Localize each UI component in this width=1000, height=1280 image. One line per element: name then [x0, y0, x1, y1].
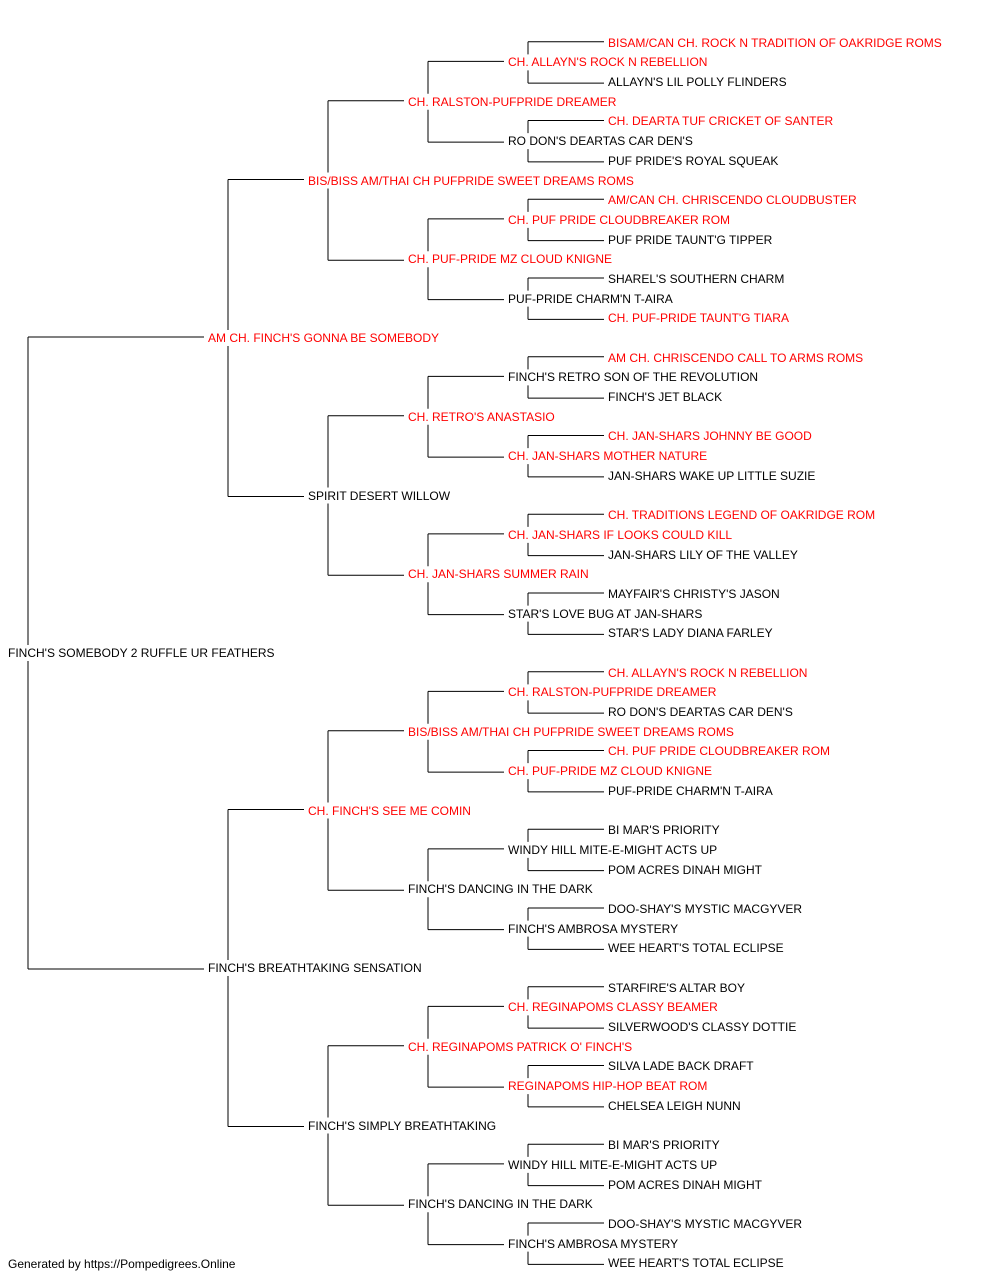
ancestor-name[interactable]: CH. TRADITIONS LEGEND OF OAKRIDGE ROM	[608, 508, 876, 523]
ancestor-name[interactable]: FINCH'S RETRO SON OF THE REVOLUTION	[508, 370, 759, 385]
ancestor-name[interactable]: STAR'S LOVE BUG AT JAN-SHARS	[508, 606, 703, 621]
ancestor-name[interactable]: DOO-SHAY'S MYSTIC MACGYVER	[608, 901, 803, 916]
ancestor-name[interactable]: CH. ALLAYN'S ROCK N REBELLION	[608, 665, 808, 680]
ancestor-name[interactable]: MAYFAIR'S CHRISTY'S JASON	[608, 586, 780, 601]
ancestor-name[interactable]: FINCH'S DANCING IN THE DARK	[408, 1197, 593, 1212]
ancestor-name[interactable]: ALLAYN'S LIL POLLY FLINDERS	[608, 75, 787, 90]
ancestor-name[interactable]: CH. REGINAPOMS CLASSY BEAMER	[508, 1000, 718, 1015]
ancestor-name[interactable]: WINDY HILL MITE-E-MIGHT ACTS UP	[508, 842, 718, 857]
ancestor-name[interactable]: PUF-PRIDE CHARM'N T-AIRA	[608, 783, 773, 798]
ancestor-name[interactable]: FINCH'S AMBROSA MYSTERY	[508, 921, 679, 936]
ancestor-name[interactable]: CH. RALSTON-PUFPRIDE DREAMER	[408, 94, 617, 109]
ancestor-name[interactable]: STARFIRE'S ALTAR BOY	[608, 980, 745, 995]
ancestor-name[interactable]: CH. DEARTA TUF CRICKET OF SANTER	[608, 114, 834, 129]
ancestor-name[interactable]: CH. JAN-SHARS IF LOOKS COULD KILL	[508, 527, 733, 542]
ancestor-name[interactable]: BISAM/CAN CH. ROCK N TRADITION OF OAKRID…	[608, 35, 942, 50]
ancestor-name[interactable]: POM ACRES DINAH MIGHT	[608, 862, 763, 877]
ancestor-name[interactable]: WEE HEART'S TOTAL ECLIPSE	[608, 941, 784, 956]
ancestor-name[interactable]: JAN-SHARS WAKE UP LITTLE SUZIE	[608, 468, 816, 483]
ancestor-name[interactable]: PUF PRIDE'S ROYAL SQUEAK	[608, 153, 779, 168]
ancestor-name[interactable]: REGINAPOMS HIP-HOP BEAT ROM	[508, 1079, 708, 1094]
ancestor-name[interactable]: WEE HEART'S TOTAL ECLIPSE	[608, 1256, 784, 1271]
ancestor-name[interactable]: CH. RALSTON-PUFPRIDE DREAMER	[508, 685, 717, 700]
ancestor-name[interactable]: RO DON'S DEARTAS CAR DEN'S	[608, 705, 793, 720]
ancestor-name[interactable]: CH. JAN-SHARS JOHNNY BE GOOD	[608, 429, 812, 444]
ancestor-name[interactable]: POM ACRES DINAH MIGHT	[608, 1177, 763, 1192]
ancestor-name[interactable]: CH. PUF-PRIDE TAUNT'G TIARA	[608, 311, 789, 326]
ancestor-name[interactable]: CH. FINCH'S SEE ME COMIN	[308, 803, 471, 818]
ancestor-name[interactable]: CH. JAN-SHARS MOTHER NATURE	[508, 449, 708, 464]
ancestor-name[interactable]: SHAREL'S SOUTHERN CHARM	[608, 271, 785, 286]
ancestor-name[interactable]: BI MAR'S PRIORITY	[608, 823, 720, 838]
ancestor-name[interactable]: FINCH'S SIMPLY BREATHTAKING	[308, 1118, 497, 1133]
ancestor-name[interactable]: PUF-PRIDE CHARM'N T-AIRA	[508, 291, 673, 306]
ancestor-name[interactable]: BIS/BISS AM/THAI CH PUFPRIDE SWEET DREAM…	[308, 173, 634, 188]
ancestor-name[interactable]: CH. RETRO'S ANASTASIO	[408, 409, 555, 424]
subject-name[interactable]: FINCH'S SOMEBODY 2 RUFFLE UR FEATHERS	[8, 646, 275, 660]
ancestor-name[interactable]: SPIRIT DESERT WILLOW	[308, 488, 451, 503]
ancestor-name[interactable]: CH. ALLAYN'S ROCK N REBELLION	[508, 55, 708, 70]
ancestor-name[interactable]: DOO-SHAY'S MYSTIC MACGYVER	[608, 1216, 803, 1231]
ancestor-name[interactable]: AM CH. FINCH'S GONNA BE SOMEBODY	[208, 331, 439, 345]
ancestor-name[interactable]: BI MAR'S PRIORITY	[608, 1138, 720, 1153]
ancestor-name[interactable]: AM/CAN CH. CHRISCENDO CLOUDBUSTER	[608, 193, 857, 208]
ancestor-name[interactable]: SILVERWOOD'S CLASSY DOTTIE	[608, 1020, 797, 1035]
ancestor-name[interactable]: BIS/BISS AM/THAI CH PUFPRIDE SWEET DREAM…	[408, 724, 734, 739]
ancestor-name[interactable]: CH. PUF-PRIDE MZ CLOUD KNIGNE	[408, 252, 613, 267]
ancestor-name[interactable]: FINCH'S JET BLACK	[608, 390, 723, 405]
ancestor-name[interactable]: SILVA LADE BACK DRAFT	[608, 1059, 754, 1074]
footer-credit: Generated by https://Pompedigrees.Online	[8, 1257, 236, 1271]
ancestor-name[interactable]: CH. PUF PRIDE CLOUDBREAKER ROM	[508, 212, 731, 227]
ancestor-name[interactable]: RO DON'S DEARTAS CAR DEN'S	[508, 134, 693, 149]
ancestor-name[interactable]: CH. PUF PRIDE CLOUDBREAKER ROM	[608, 744, 831, 759]
ancestor-name[interactable]: PUF PRIDE TAUNT'G TIPPER	[608, 232, 773, 247]
ancestor-name[interactable]: CH. PUF-PRIDE MZ CLOUD KNIGNE	[508, 764, 713, 779]
ancestor-name[interactable]: AM CH. CHRISCENDO CALL TO ARMS ROMS	[608, 350, 864, 365]
ancestor-name[interactable]: WINDY HILL MITE-E-MIGHT ACTS UP	[508, 1157, 718, 1172]
ancestor-name[interactable]: CH. JAN-SHARS SUMMER RAIN	[408, 567, 589, 582]
ancestor-name[interactable]: CHELSEA LEIGH NUNN	[608, 1098, 741, 1113]
ancestor-name[interactable]: CH. REGINAPOMS PATRICK O' FINCH'S	[408, 1039, 633, 1054]
ancestor-name[interactable]: FINCH'S DANCING IN THE DARK	[408, 882, 593, 897]
ancestor-name[interactable]: JAN-SHARS LILY OF THE VALLEY	[608, 547, 798, 562]
ancestor-name[interactable]: FINCH'S BREATHTAKING SENSATION	[208, 961, 422, 975]
ancestor-name[interactable]: FINCH'S AMBROSA MYSTERY	[508, 1236, 679, 1251]
ancestor-name[interactable]: STAR'S LADY DIANA FARLEY	[608, 626, 773, 641]
